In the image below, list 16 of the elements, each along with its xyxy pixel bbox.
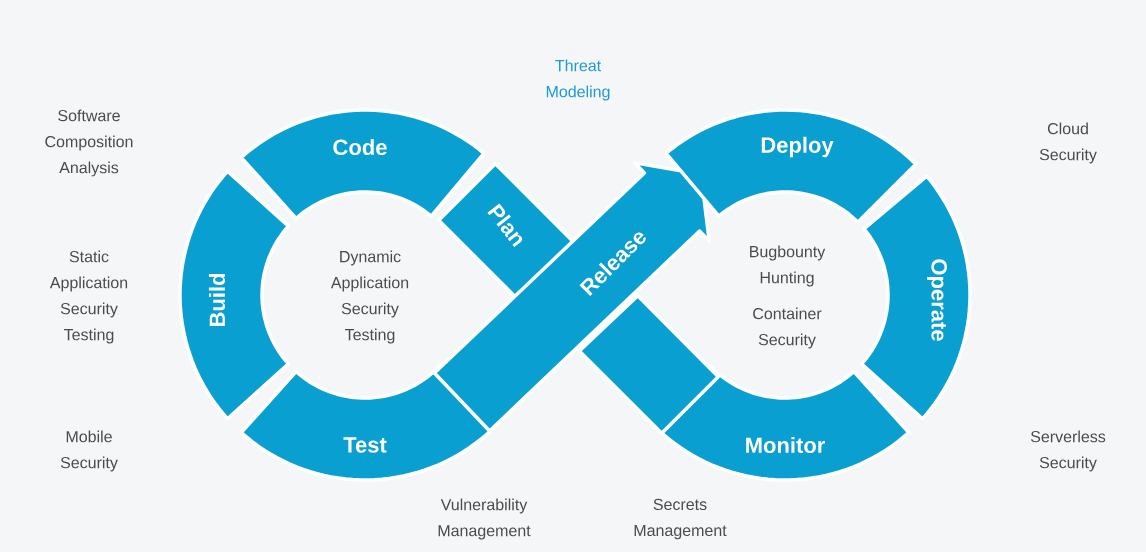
label: Vulnerability Management xyxy=(438,498,531,540)
label: Threat Modeling xyxy=(546,59,610,101)
label: Bugbounty Hunting xyxy=(750,245,826,287)
label: Secrets Management xyxy=(634,498,727,540)
label: Static Application Security Testing xyxy=(49,250,128,344)
label: Mobile Security xyxy=(60,430,118,472)
label: Serverless Security xyxy=(1030,430,1106,472)
loop-segment: Deploy xyxy=(664,108,918,224)
loop-segment: Operate xyxy=(859,174,972,421)
loop-segment: Build xyxy=(178,169,291,421)
label: Software Composition Analysis xyxy=(45,109,133,177)
label: Cloud Security xyxy=(1039,122,1097,164)
loop-segment: Test xyxy=(239,362,505,482)
label: Container Security xyxy=(753,307,822,349)
label: Dynamic Application Security Testing xyxy=(330,250,409,344)
loop-segment: Code xyxy=(239,108,486,221)
